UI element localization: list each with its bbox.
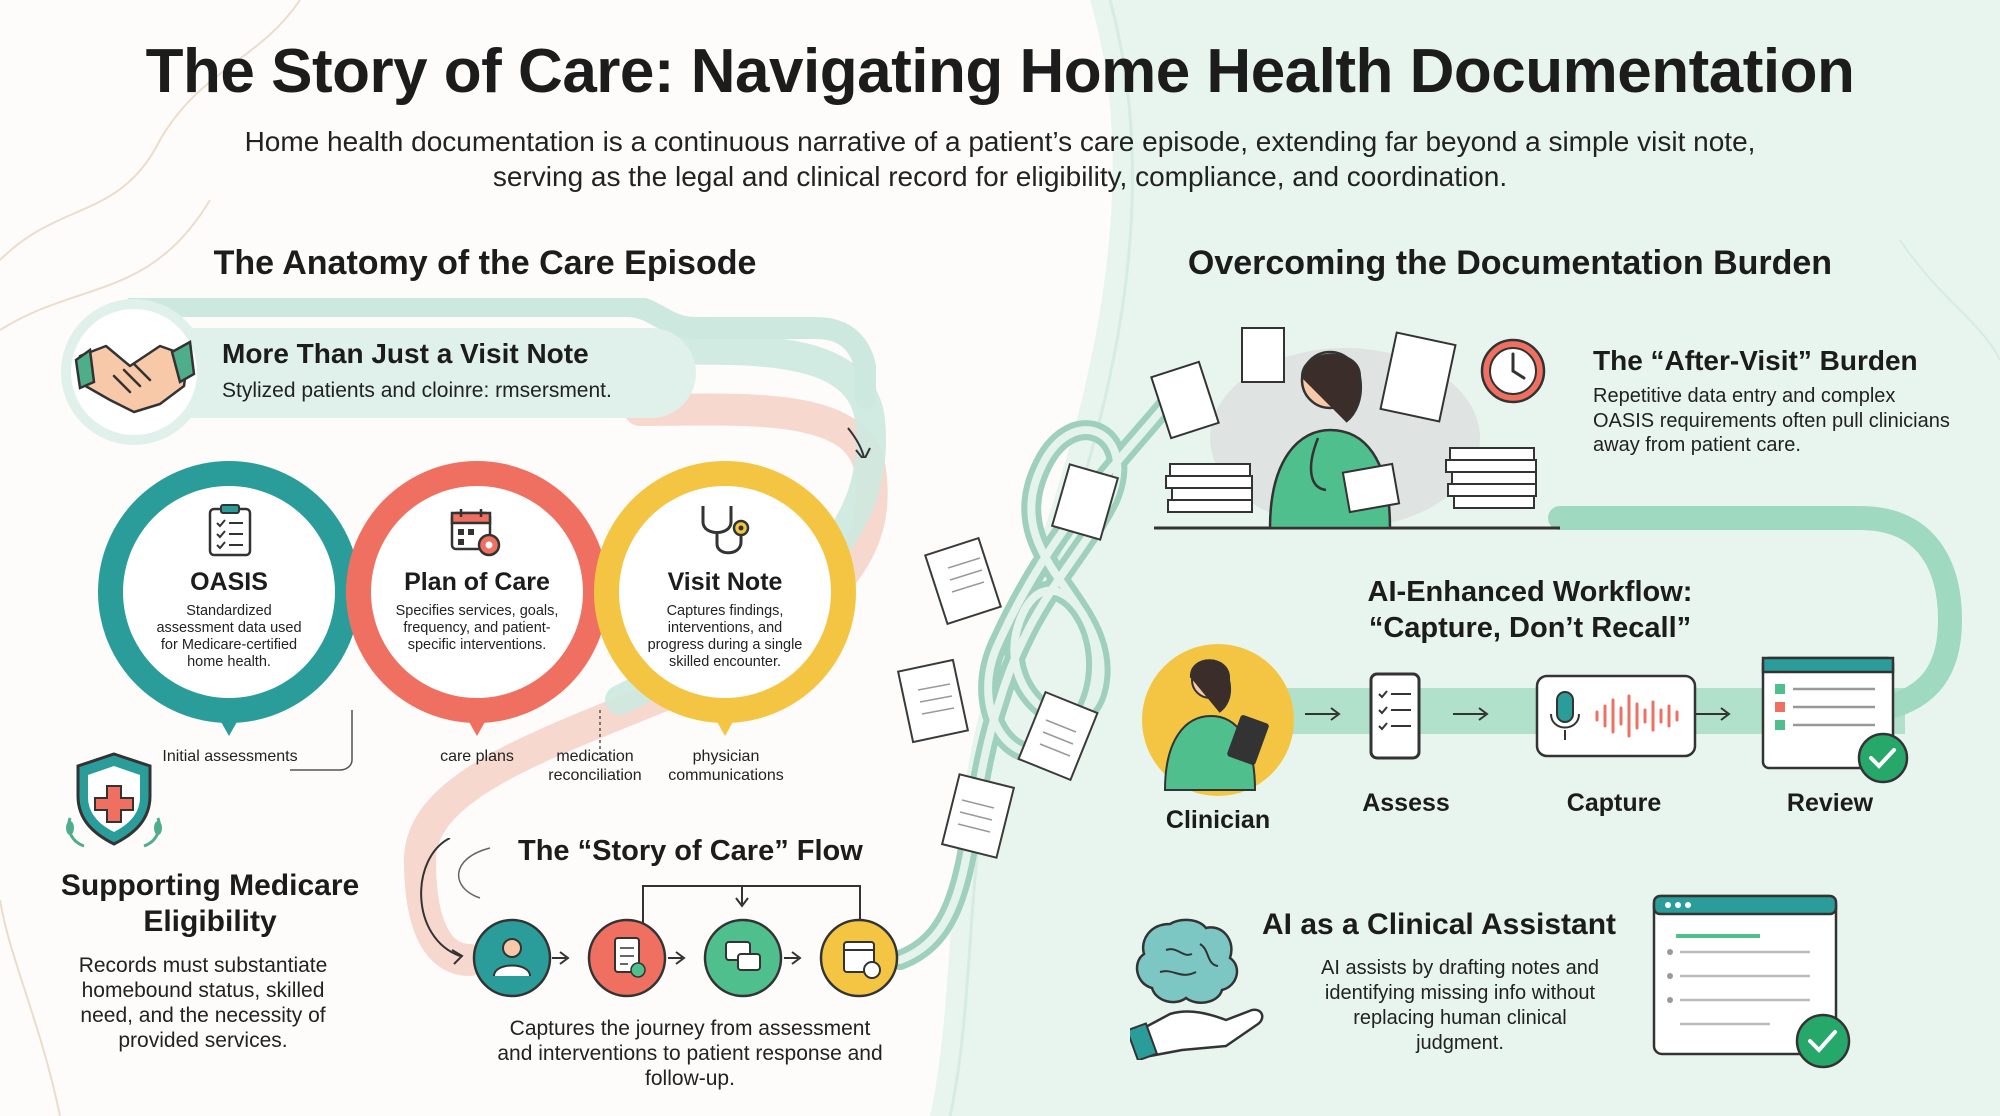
visit-note-card-bg (61, 298, 876, 458)
visit-note-title: Visit Note (667, 568, 783, 596)
visit-card-text: Stylized patients and cloinre: rmsersmen… (222, 379, 612, 402)
handshake-icon (74, 340, 196, 414)
assistant-title: AI as a Clinical Assistant (1262, 908, 1617, 941)
oasis-text: Standardized assessment data used for Me… (156, 603, 302, 670)
tag-physician-communications: physician communications (668, 748, 784, 784)
right-section-heading: Overcoming the Documentation Burden (1187, 244, 1833, 282)
step-clinician: Clinician (1165, 806, 1271, 834)
tag-care-plans: care plans (440, 748, 514, 765)
oasis-title: OASIS (190, 568, 268, 596)
overwhelmed-clinician-illustration (1150, 327, 1560, 530)
assistant-text: AI assists by drafting notes and identif… (1321, 957, 1599, 1054)
medicare-text: Records must substantiate homebound stat… (78, 954, 328, 1052)
left-section-heading: The Anatomy of the Care Episode (213, 244, 757, 282)
step-review: Review (1786, 789, 1874, 817)
story-flow-diagram (420, 838, 899, 998)
brain-hand-icon (1130, 918, 1264, 1060)
calendar-gear-icon (450, 509, 501, 557)
clipboard-icon (208, 504, 252, 557)
tag-connectors (290, 710, 601, 771)
plan-of-care-title: Plan of Care (404, 568, 550, 596)
visit-card-title: More Than Just a Visit Note (222, 338, 589, 369)
burden-title: The “After-Visit” Burden (1593, 345, 1918, 376)
three-circles (98, 461, 856, 736)
page-subtitle: Home health documentation is a continuou… (244, 126, 1756, 192)
tag-medication-reconciliation: medication reconciliation (548, 748, 642, 784)
workflow-title: AI-Enhanced Workflow: “Capture, Don’t Re… (1367, 576, 1693, 644)
stethoscope-icon (701, 506, 750, 555)
tag-initial-assessments: Initial assessments (162, 748, 298, 765)
flow-text: Captures the journey from assessment and… (497, 1017, 883, 1090)
step-capture: Capture (1566, 789, 1662, 817)
page-title: The Story of Care: Navigating Home Healt… (145, 37, 1855, 106)
plan-of-care-text: Specifies services, goals, frequency, an… (395, 603, 559, 653)
step-assess: Assess (1362, 789, 1450, 817)
clock-icon (1480, 338, 1546, 404)
workflow-diagram (1142, 644, 1909, 796)
medicare-title: Supporting Medicare Eligibility (60, 869, 360, 938)
visit-note-text: Captures findings, interventions, and pr… (647, 603, 803, 670)
burden-text: Repetitive data entry and complex OASIS … (1593, 385, 1950, 456)
document-check-icon (1652, 894, 1851, 1069)
flow-title: The “Story of Care” Flow (518, 835, 863, 867)
shield-cross-icon (66, 752, 162, 848)
